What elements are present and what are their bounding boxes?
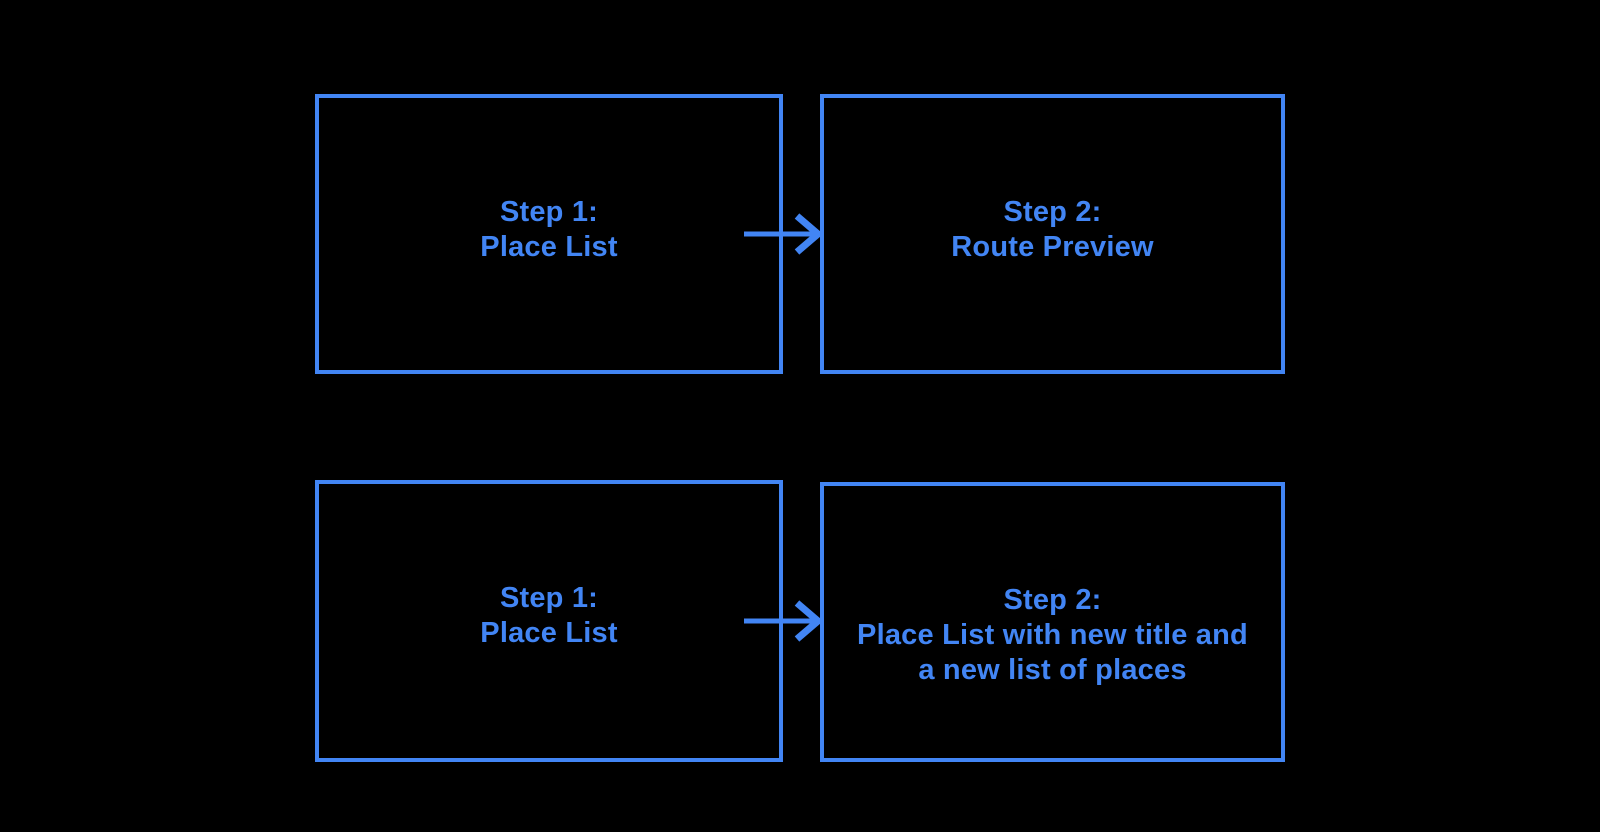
box-label: Step 2: Route Preview (824, 195, 1281, 265)
box-label: Step 1: Place List (319, 195, 779, 265)
box-label-line: Place List with new title and (857, 619, 1248, 651)
box-label-line: Route Preview (951, 231, 1154, 263)
box-label: Step 1: Place List (319, 581, 779, 651)
box-label-line: a new list of places (918, 654, 1187, 686)
box-label-line: Step 2: (1003, 584, 1102, 616)
flow-box-step1-top: Step 1: Place List (315, 94, 783, 374)
box-label-line: Step 2: (1003, 196, 1102, 228)
flow-box-step2-top: Step 2: Route Preview (820, 94, 1285, 374)
box-label-line: Place List (480, 231, 618, 263)
box-label: Step 2: Place List with new title and a … (824, 583, 1281, 688)
flow-box-step1-bottom: Step 1: Place List (315, 480, 783, 762)
box-label-line: Place List (480, 617, 618, 649)
box-label-line: Step 1: (499, 582, 599, 614)
box-label-line: Step 1: (499, 196, 599, 228)
arrow-right-icon (744, 600, 824, 642)
flow-box-step2-bottom: Step 2: Place List with new title and a … (820, 482, 1285, 762)
arrow-right-icon (744, 213, 824, 255)
